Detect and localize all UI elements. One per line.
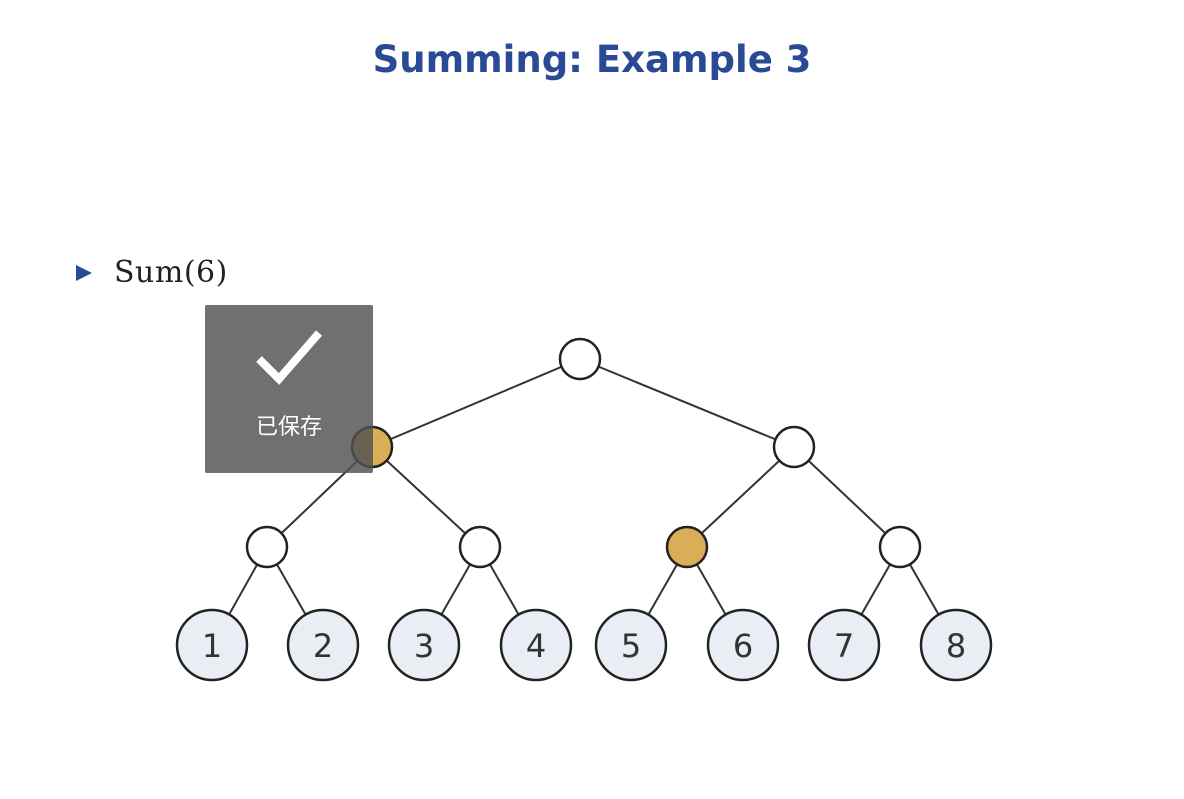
checkmark-icon	[256, 330, 323, 385]
leaf-node: 8	[919, 608, 993, 682]
saved-toast: 已保存	[205, 305, 373, 473]
leaf-node: 1	[175, 608, 249, 682]
edge-root-right	[579, 358, 795, 448]
tree-node-right	[772, 425, 816, 469]
leaf-label: 6	[733, 627, 753, 665]
leaf-label: 7	[834, 627, 854, 665]
internal-nodes	[245, 337, 922, 569]
leaf-node: 4	[499, 608, 573, 682]
tree-node-right-left	[665, 525, 709, 569]
leaf-circle	[594, 608, 668, 682]
leaf-circle	[706, 608, 780, 682]
leaf-circle	[286, 608, 360, 682]
leaf-node: 3	[387, 608, 461, 682]
leaf-node: 5	[594, 608, 668, 682]
bullet-triangle-icon	[76, 264, 92, 281]
edge-left-leftright	[371, 446, 481, 548]
tree-node-left-left	[245, 525, 289, 569]
bullet-code-text: Sum(6)	[114, 255, 228, 290]
leaf-label: 5	[621, 627, 641, 665]
slide-title: Summing: Example 3	[372, 38, 812, 81]
leaf-label: 3	[414, 627, 434, 665]
leaf-label: 8	[946, 627, 966, 665]
leaf-circle	[499, 608, 573, 682]
leaf-node: 2	[286, 608, 360, 682]
leaf-label: 4	[526, 627, 546, 665]
tree-node-root	[558, 337, 602, 381]
leaf-node: 6	[706, 608, 780, 682]
leaf-nodes: 1 2 3 4 5 6 7	[175, 608, 993, 682]
edge-right-rightright	[793, 446, 901, 548]
tree-node-left-right	[458, 525, 502, 569]
leaf-label: 2	[313, 627, 333, 665]
leaf-circle	[807, 608, 881, 682]
leaf-node: 7	[807, 608, 881, 682]
leaf-circle	[387, 608, 461, 682]
leaf-circle	[919, 608, 993, 682]
leaf-circle	[175, 608, 249, 682]
leaf-label: 1	[202, 627, 222, 665]
bullet-item: Sum(6)	[76, 255, 228, 290]
edge-right-rightleft	[686, 446, 795, 548]
tree-node-right-right	[878, 525, 922, 569]
edge-root-left	[371, 358, 581, 448]
toast-message: 已保存	[255, 415, 322, 440]
